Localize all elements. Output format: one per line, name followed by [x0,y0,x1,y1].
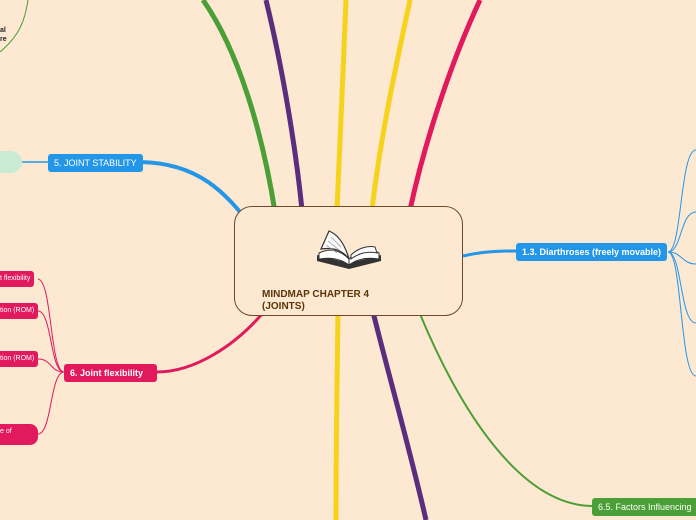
connector-blue-sub-3 [667,251,696,265]
joint-stability-child-node[interactable] [0,151,22,173]
connector-pink-top [407,0,483,211]
connector-yellow-1-top [334,0,349,211]
joint-stability-node[interactable]: 5. JOINT STABILITY [48,154,143,172]
fragment-text-1: al [0,27,6,34]
connector-pink-left [156,313,264,374]
central-topic-title: MINDMAP CHAPTER 4 (JOINTS) [262,289,370,312]
connector-green-bottom [419,313,593,507]
connector-yellow-bottom [333,311,341,520]
diarthroses-node[interactable]: 1.3. Diarthroses (freely movable) [516,243,668,261]
rom-subtopic-node-1[interactable]: tion (ROM) [0,303,39,319]
flexibility-subtopic-node[interactable]: t flexibility [0,271,35,287]
connector-pink-sub-4 [37,371,65,435]
connector-yellow-2-top [369,0,413,211]
partial-subtopic-node[interactable]: e of [0,424,38,445]
connector-green-top [200,0,278,213]
connector-pink-sub-1 [37,278,65,373]
factors-influencing-node[interactable]: 6.5. Factors Influencing [592,498,696,516]
central-topic-node[interactable]: MINDMAP CHAPTER 4 (JOINTS) [234,206,463,316]
connector-blue-right [462,249,517,258]
connector-blue-sub-4 [667,251,696,324]
rom-subtopic-node-2[interactable]: tion (ROM) [0,351,39,367]
fragment-text-2: re [0,36,7,43]
connector-purple-top [263,0,305,211]
connector-purple-bottom [370,311,429,520]
connector-blue-sub-2 [667,211,696,253]
connector-pink-sub-2 [37,310,65,373]
connector-blue-sub-5 [667,251,696,377]
connector-green-fragment [0,0,29,53]
connector-pink-sub-3 [37,358,65,373]
joint-flexibility-node[interactable]: 6. Joint flexibility [64,364,157,382]
connector-blue-sub-1 [667,149,696,253]
open-book-icon [317,230,381,269]
